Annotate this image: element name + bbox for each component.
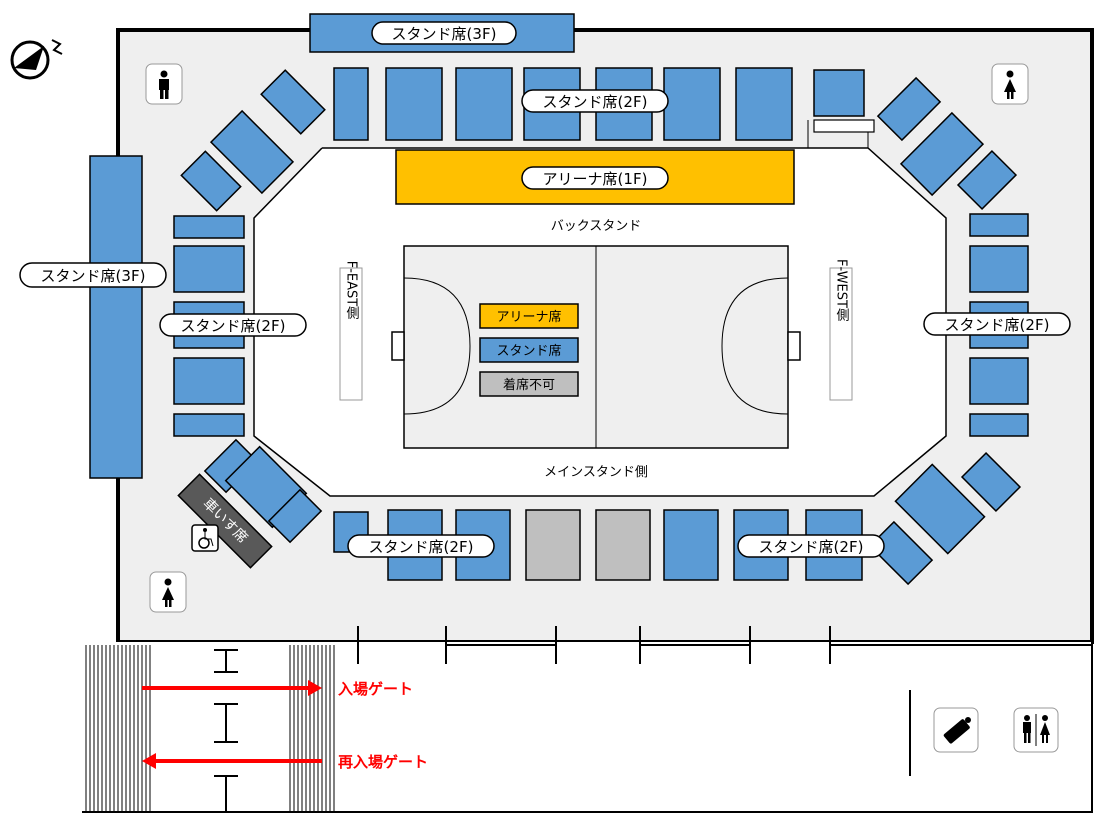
arena-1f-label: アリーナ席(1F) [543, 170, 648, 188]
entry-gate: 入場ゲート [142, 680, 413, 698]
stand-2f-bottom-left[interactable] [203, 438, 323, 544]
reentry-gate-label: 再入場ゲート [338, 753, 428, 771]
stand-3f-top-label: スタンド席(3F) [392, 25, 497, 43]
stand-2f-top-left[interactable] [180, 69, 326, 212]
wheelchair-icon [191, 524, 219, 552]
legend-swatch-arena [479, 303, 579, 329]
stand-2f-top-right[interactable] [876, 76, 1018, 211]
stairs-left [85, 645, 151, 812]
legend-swatch-unavailable [479, 371, 579, 397]
north-compass-icon [10, 39, 63, 80]
stand-2f-left[interactable]: スタンド席(2F) [159, 215, 307, 437]
restroom-icon [1013, 707, 1059, 753]
restroom-male-icon [145, 63, 183, 105]
west-side-label: F-WEST側 [829, 259, 853, 401]
legend-unavailable: 着席不可 [503, 377, 555, 393]
restroom-female-icon [991, 63, 1029, 105]
main-stand-label: メインスタンド側 [544, 465, 648, 480]
back-stand-label: バックスタンド [551, 219, 642, 234]
stand-2f-bottom-right-label: スタンド席(2F) [759, 538, 864, 556]
legend-swatch-stand [479, 337, 579, 363]
unavailable-block-2 [595, 509, 651, 581]
stand-3f-left[interactable]: スタンド席(3F) [19, 155, 167, 479]
west-side-text: F-WEST側 [834, 259, 850, 321]
stand-2f-right[interactable]: スタンド席(2F) [923, 213, 1071, 437]
east-side-label: F-EAST側 [339, 261, 363, 401]
stand-2f-bottom[interactable]: スタンド席(2F) スタンド席(2F) [333, 509, 885, 581]
baby-bottle-icon [933, 707, 979, 753]
legend-stand: スタンド席 [496, 343, 561, 359]
stand-2f-bottom-left-label: スタンド席(2F) [369, 538, 474, 556]
stand-2f-right-label: スタンド席(2F) [945, 316, 1050, 334]
legend: アリーナ席 スタンド席 着席不可 [479, 303, 579, 397]
legend-arena: アリーナ席 [496, 309, 561, 325]
stand-2f-top[interactable]: スタンド席(2F) [333, 67, 875, 141]
unavailable-block-1 [525, 509, 581, 581]
stand-3f-top[interactable]: スタンド席(3F) [309, 13, 575, 53]
reentry-gate: 再入場ゲート [142, 753, 428, 771]
arena-1f-section[interactable]: アリーナ席(1F) [395, 149, 795, 205]
stand-2f-left-label: スタンド席(2F) [181, 317, 286, 335]
court [391, 245, 801, 449]
entrance-area [82, 626, 1093, 814]
restroom-female-icon-bottom [149, 571, 187, 613]
stand-2f-bottom-right[interactable] [868, 451, 1022, 586]
entry-gate-label: 入場ゲート [338, 680, 413, 698]
stand-2f-top-label: スタンド席(2F) [543, 93, 648, 111]
turnstiles [214, 649, 238, 812]
stairs-right [289, 645, 335, 812]
east-side-text: F-EAST側 [344, 261, 360, 320]
stand-3f-left-label: スタンド席(3F) [41, 267, 146, 285]
